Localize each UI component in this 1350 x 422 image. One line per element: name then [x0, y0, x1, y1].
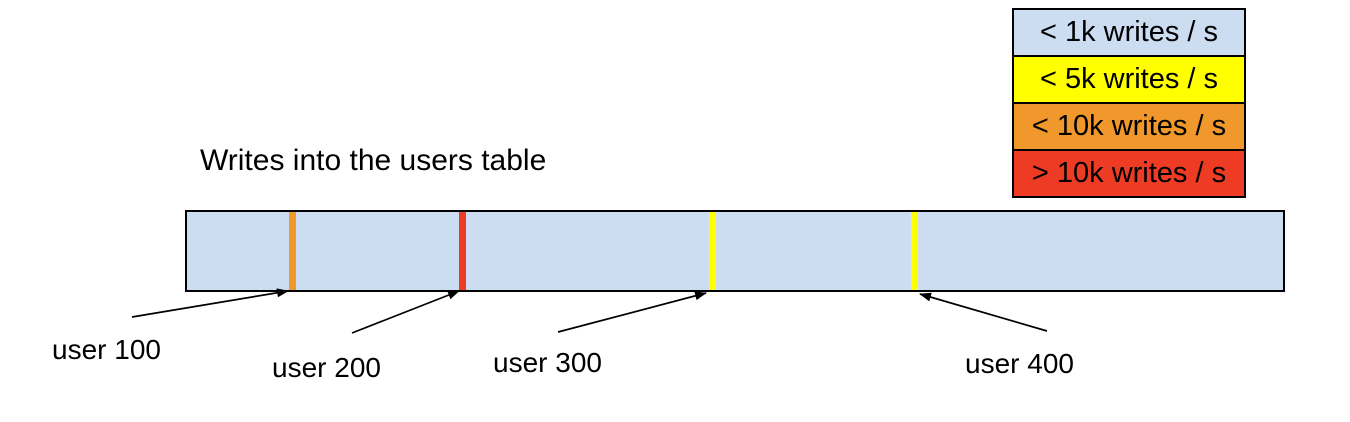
diagram-title: Writes into the users table	[200, 144, 547, 177]
arrow-user-400-icon	[919, 292, 1048, 332]
legend-item-label: > 10k writes / s	[1031, 157, 1227, 189]
write-hotspot-user-100	[288, 212, 296, 290]
legend-item-lt-5k: < 5k writes / s	[1012, 55, 1246, 104]
write-hotspot-user-400	[910, 212, 918, 290]
legend: < 1k writes / s < 5k writes / s < 10k wr…	[1012, 8, 1246, 198]
legend-item-gt-10k: > 10k writes / s	[1012, 149, 1246, 198]
label-user-400: user 400	[965, 348, 1074, 379]
users-table-bar	[185, 210, 1285, 292]
legend-item-lt-1k: < 1k writes / s	[1012, 8, 1246, 57]
legend-item-label: < 10k writes / s	[1031, 110, 1227, 142]
label-user-100: user 100	[52, 334, 161, 365]
write-hotspot-user-300	[708, 212, 716, 290]
legend-item-label: < 1k writes / s	[1039, 16, 1219, 48]
arrow-user-200-icon	[351, 290, 460, 334]
legend-item-lt-10k: < 10k writes / s	[1012, 102, 1246, 151]
label-user-200: user 200	[272, 352, 381, 383]
write-hotspot-user-200	[458, 212, 466, 290]
label-user-300: user 300	[493, 347, 602, 378]
legend-item-label: < 5k writes / s	[1039, 63, 1219, 95]
arrow-user-300-icon	[557, 291, 707, 333]
arrow-user-100-icon	[131, 288, 289, 318]
